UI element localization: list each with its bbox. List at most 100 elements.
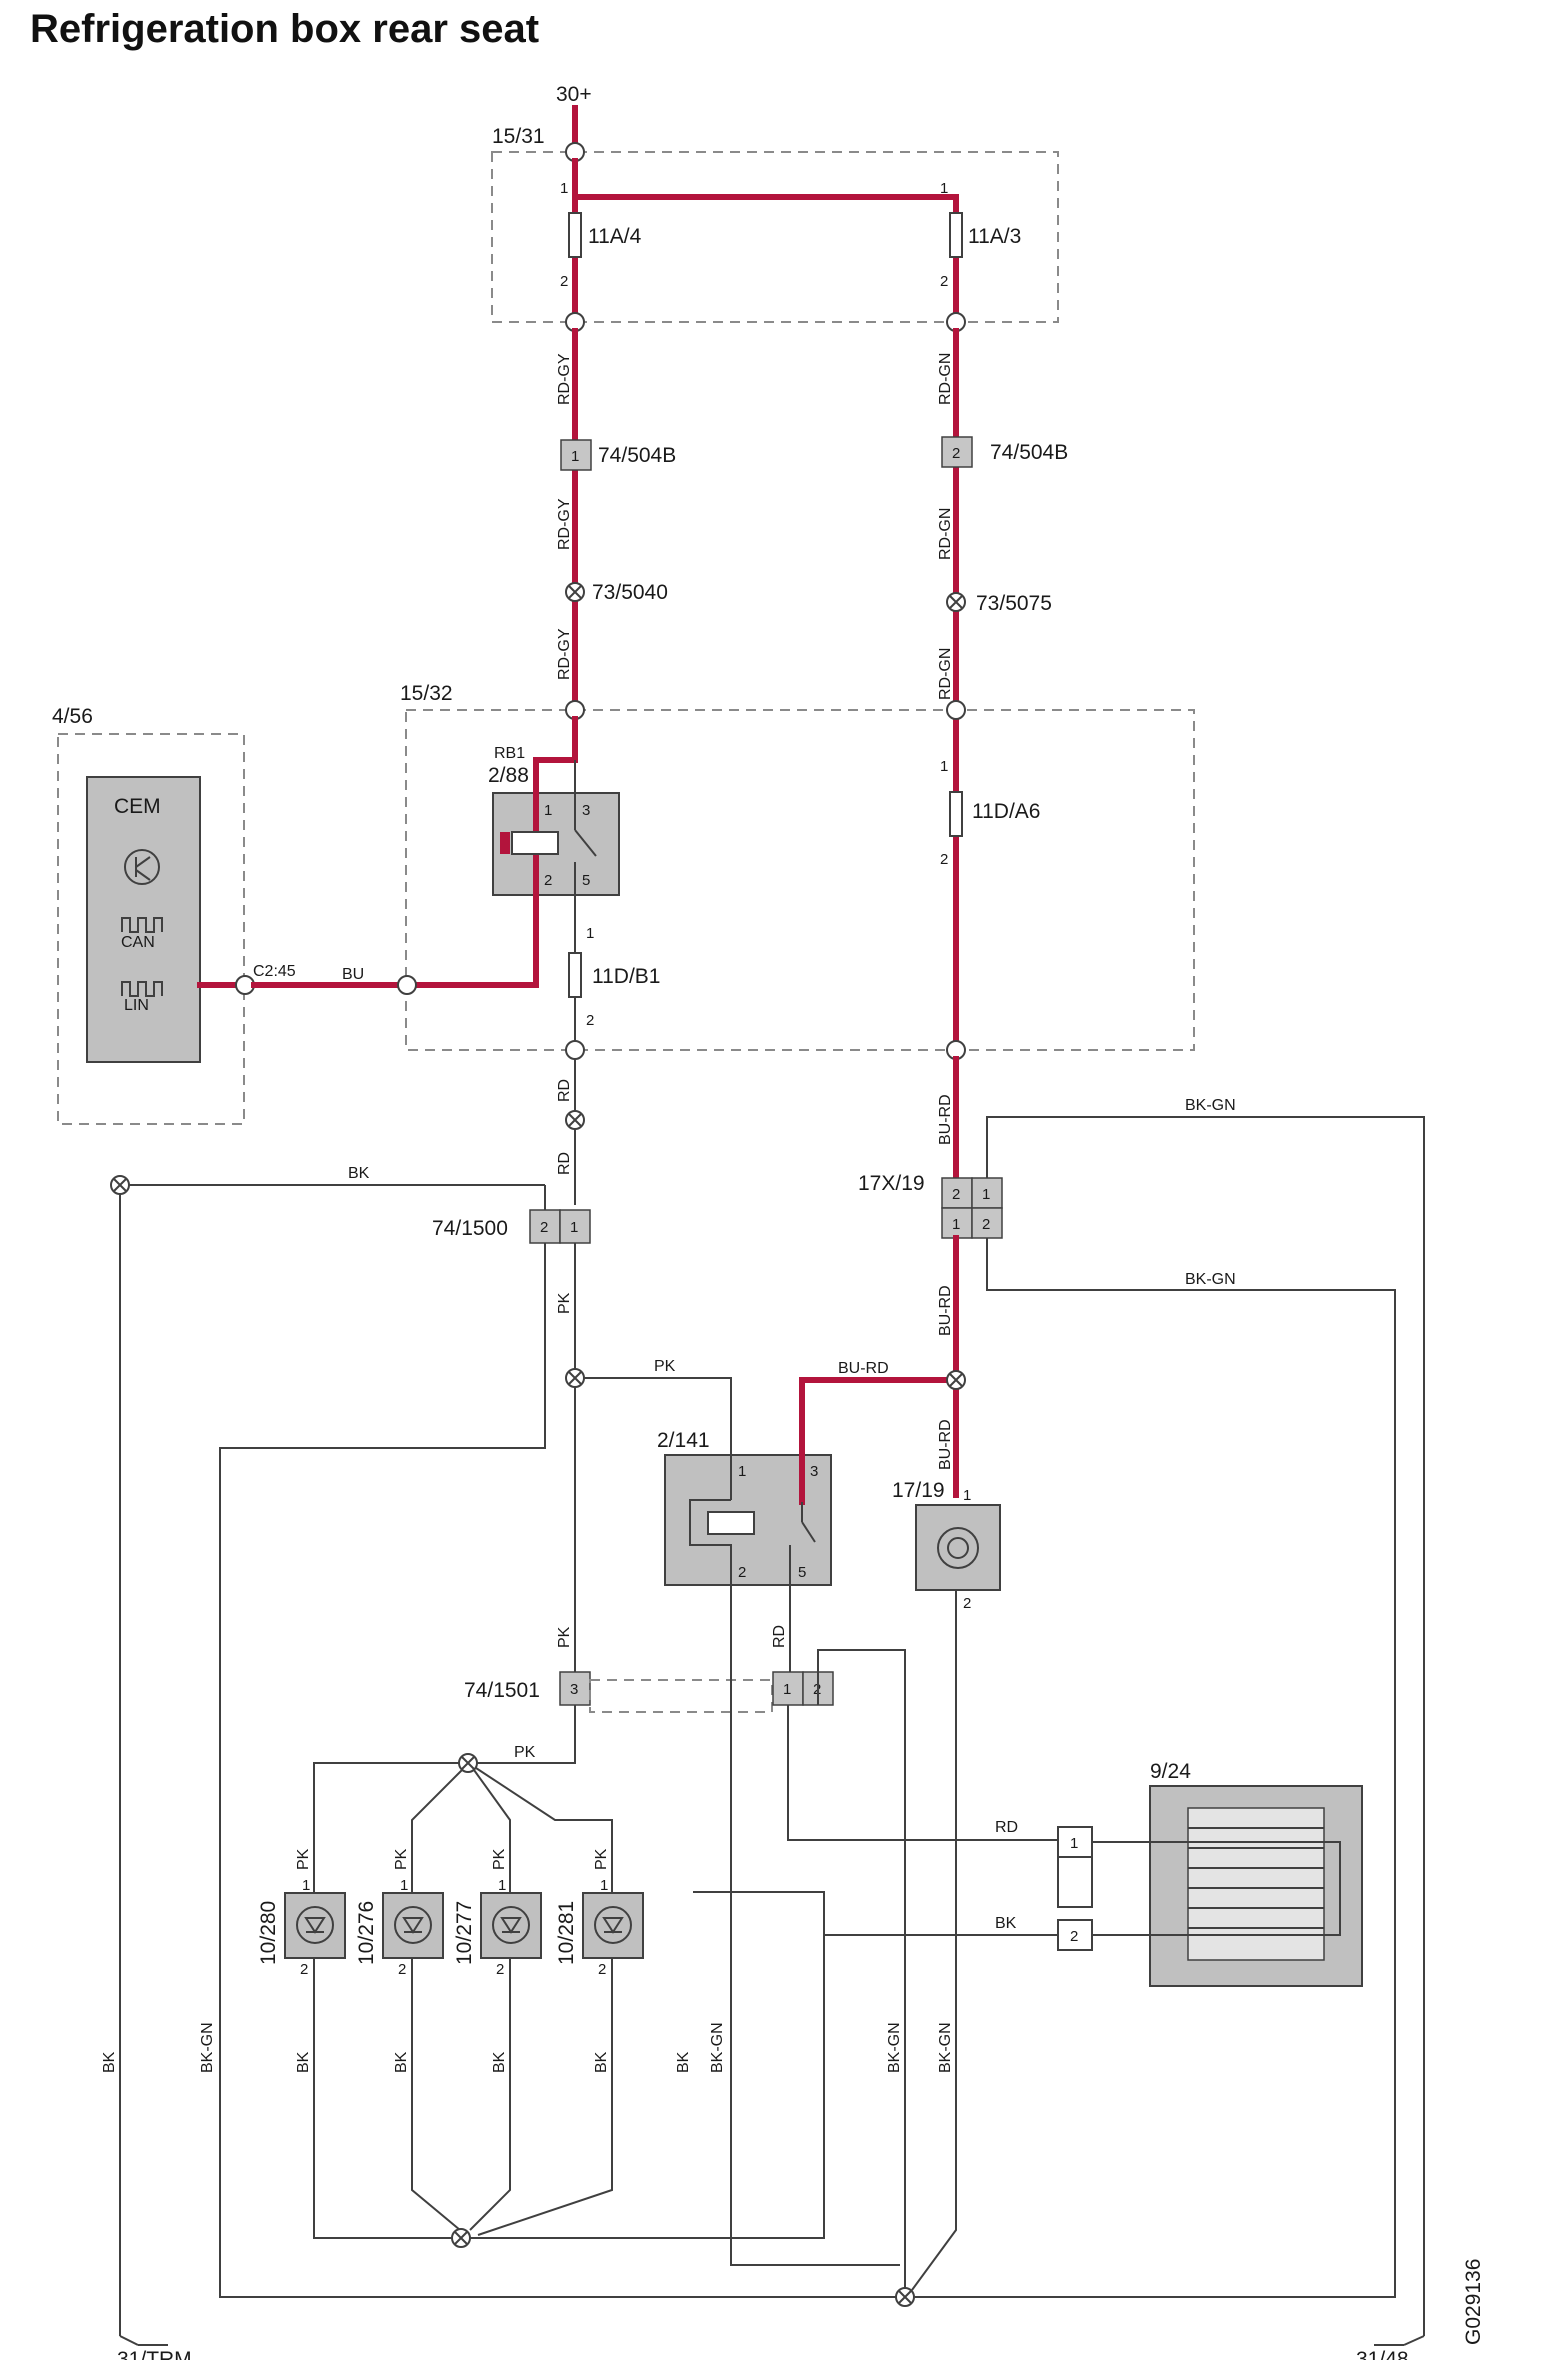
conn-74-1500-pin2-num: 2 bbox=[540, 1219, 548, 1236]
wire-label-pk-2: PK bbox=[654, 1358, 676, 1375]
wire-label-rd-2: RD bbox=[556, 1152, 573, 1175]
fuse-11db1-symbol bbox=[568, 952, 582, 998]
conn-74-504b-left-label: 74/504B bbox=[598, 444, 676, 467]
wire-label-bu-rd-h: BU-RD bbox=[838, 1360, 889, 1377]
fridge-conn-pin1-num: 1 bbox=[1070, 1835, 1078, 1852]
fuse-11a4-pin2: 2 bbox=[560, 273, 568, 290]
wire-label-bu-rd-1: BU-RD bbox=[937, 1094, 954, 1145]
switch-17-19-label: 17/19 bbox=[892, 1479, 945, 1502]
conn-17x19-b1 bbox=[941, 1207, 973, 1239]
ground-left-label: 31/TRM bbox=[117, 2348, 192, 2360]
wire-label-bk-gn-switch: BK-GN bbox=[937, 2022, 954, 2073]
fridge-9-24-label: 9/24 bbox=[1150, 1760, 1191, 1783]
ground-right-label: 31/48 bbox=[1356, 2348, 1409, 2360]
wire-label-rd-gy-3: RD-GY bbox=[556, 628, 573, 680]
relay-2-141-pin2: 2 bbox=[738, 1564, 746, 1581]
conn-74-1501-pin3 bbox=[559, 1671, 591, 1706]
switch-17-19-pin1: 1 bbox=[963, 1487, 971, 1504]
cem-label: CEM bbox=[114, 795, 161, 818]
wire-label-bu-rd-3: BU-RD bbox=[937, 1419, 954, 1470]
wire-label-bu: BU bbox=[342, 966, 364, 983]
conn-74-1501-pin3-num: 3 bbox=[570, 1681, 578, 1698]
fuse-11a4-label: 11A/4 bbox=[588, 225, 642, 248]
relay-2-141-pin1: 1 bbox=[738, 1463, 746, 1480]
diagram-title: Refrigeration box rear seat bbox=[30, 7, 539, 51]
relay-box-15-32 bbox=[405, 709, 1195, 1051]
relay-2-88-coil bbox=[511, 831, 559, 855]
fuse-11a4-symbol bbox=[568, 212, 582, 258]
node-relay-box-exit-left bbox=[565, 1040, 585, 1060]
cem-box-4-56 bbox=[57, 733, 245, 1125]
relay-box-15-32-label: 15/32 bbox=[400, 682, 453, 705]
wire-label-bk-fridge: BK bbox=[995, 1915, 1017, 1932]
fuse-11a4-pin1: 1 bbox=[560, 180, 568, 197]
relay-2-88-pin2: 2 bbox=[544, 872, 552, 889]
cem-module bbox=[86, 776, 201, 1063]
wire-label-rd-gn-3: RD-GN bbox=[937, 648, 954, 700]
led-10-280-label: 10/280 bbox=[257, 1901, 280, 1965]
conn-74-1500-label: 74/1500 bbox=[432, 1217, 508, 1240]
conn-74-504b-right bbox=[941, 436, 973, 468]
wire-label-rd-1: RD bbox=[556, 1079, 573, 1102]
wire-label-bk-led2: BK bbox=[393, 2051, 410, 2073]
splice-73-5075-label: 73/5075 bbox=[976, 592, 1052, 615]
wire-label-pk-led3: PK bbox=[491, 1848, 508, 1870]
relay-2-141-pin5: 5 bbox=[798, 1564, 806, 1581]
led-10-276 bbox=[382, 1892, 444, 1959]
fridge-conn-pin2 bbox=[1057, 1919, 1093, 1951]
fuse-11a3-label: 11A/3 bbox=[968, 225, 1021, 248]
node-relay-box-entry-right bbox=[946, 700, 966, 720]
wire-label-bk-top: BK bbox=[348, 1165, 370, 1182]
led-10-277-label: 10/277 bbox=[453, 1901, 476, 1965]
wire-label-bu-rd-2: BU-RD bbox=[937, 1285, 954, 1336]
fuse-11db1-pin1: 1 bbox=[586, 925, 594, 942]
wire-label-pk-led2: PK bbox=[393, 1848, 410, 1870]
led-10-281-label: 10/281 bbox=[555, 1901, 578, 1965]
wire-label-bk-led4: BK bbox=[593, 2051, 610, 2073]
relay-2-141-pin3: 3 bbox=[810, 1463, 818, 1480]
switch-icon-inner bbox=[947, 1537, 969, 1559]
fuse-11a3-pin1: 1 bbox=[940, 180, 948, 197]
fridge-conn-body bbox=[1057, 1856, 1093, 1908]
wire-label-rd-relay: RD bbox=[771, 1625, 788, 1648]
conn-17x19-a1-num: 1 bbox=[982, 1186, 990, 1203]
switch-icon-outer bbox=[937, 1527, 979, 1569]
relay-2-88-pin5: 5 bbox=[582, 872, 590, 889]
wire-label-rd-gn-1: RD-GN bbox=[937, 353, 954, 405]
led-10-281-pin2: 2 bbox=[598, 1961, 606, 1978]
conn-74-1501-pin1-num: 1 bbox=[783, 1681, 791, 1698]
wire-label-bk-gn-lower: BK-GN bbox=[1185, 1271, 1236, 1288]
fuse-11da6-symbol bbox=[949, 791, 963, 837]
fuse-11da6-label: 11D/A6 bbox=[972, 800, 1041, 823]
led-10-277 bbox=[480, 1892, 542, 1959]
fuse-11db1-label: 11D/B1 bbox=[592, 965, 661, 988]
conn-74-1501-link bbox=[589, 1679, 773, 1713]
switch-17-19-pin2: 2 bbox=[963, 1595, 971, 1612]
lin-label: LIN bbox=[124, 997, 149, 1014]
relay-2-88-pin1: 1 bbox=[544, 802, 552, 819]
led-10-280-pin2: 2 bbox=[300, 1961, 308, 1978]
led-10-276-label: 10/276 bbox=[355, 1901, 378, 1965]
fuse-11a3-symbol bbox=[949, 212, 963, 258]
transistor-icon bbox=[124, 849, 160, 885]
led-10-276-pin2: 2 bbox=[398, 1961, 406, 1978]
fridge-conn-pin2-num: 2 bbox=[1070, 1928, 1078, 1945]
fuse-11da6-pin2: 2 bbox=[940, 851, 948, 868]
can-label: CAN bbox=[121, 934, 155, 951]
wire-label-bk-gn-right1: BK-GN bbox=[886, 2022, 903, 2073]
fuse-box-15-31-label: 15/31 bbox=[492, 125, 545, 148]
wire-label-rd-gn-2: RD-GN bbox=[937, 508, 954, 560]
conn-74-504b-right-pin: 2 bbox=[952, 445, 960, 462]
relay-2-88-pin3: 3 bbox=[582, 802, 590, 819]
wire-label-bk-gn-mid: BK-GN bbox=[709, 2022, 726, 2073]
led-10-276-pin1: 1 bbox=[400, 1877, 408, 1894]
conn-17x19-b2 bbox=[971, 1207, 1003, 1239]
splice-73-5040-label: 73/5040 bbox=[592, 581, 668, 604]
wire-label-pk-4: PK bbox=[514, 1744, 536, 1761]
cem-pin-label: C2:45 bbox=[253, 963, 296, 980]
led-10-277-pin1: 1 bbox=[498, 1877, 506, 1894]
wire-label-pk-led4: PK bbox=[593, 1848, 610, 1870]
wire-label-bk-left: BK bbox=[101, 2051, 118, 2073]
supply-label: 30+ bbox=[556, 83, 592, 106]
relay-2-88-label: 2/88 bbox=[488, 764, 529, 787]
